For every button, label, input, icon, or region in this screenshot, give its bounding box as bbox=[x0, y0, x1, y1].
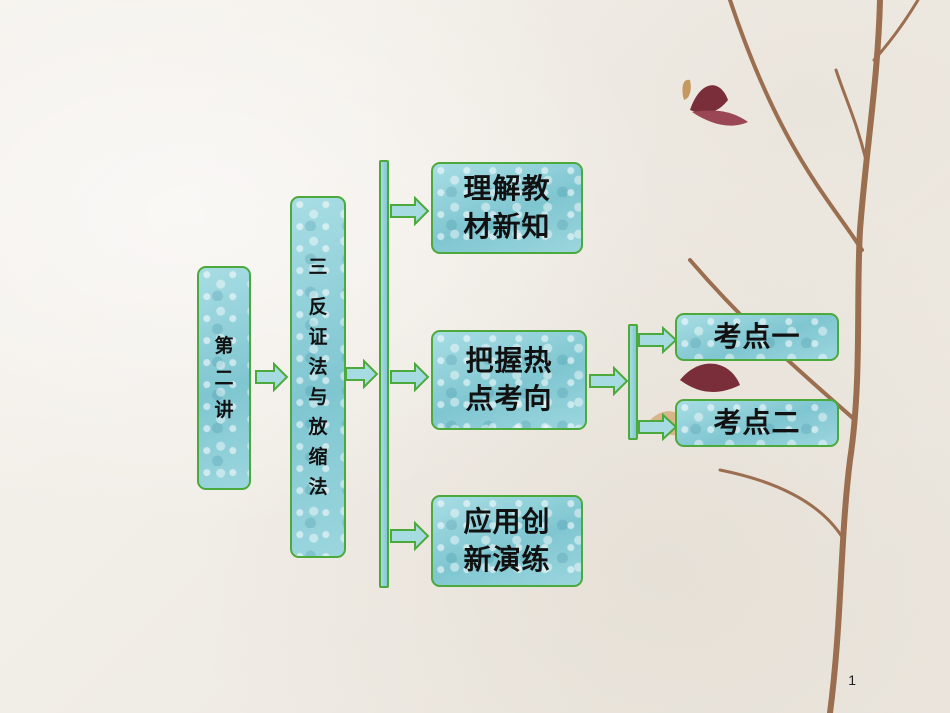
section-box: 三 反 证 法 与 放 缩 法 bbox=[290, 196, 346, 558]
arrow-right-icon bbox=[638, 413, 678, 441]
point-one-button[interactable]: 考点一 bbox=[675, 313, 839, 361]
section-number: 三 bbox=[308, 256, 328, 278]
module-understand-button[interactable]: 理解教 材新知 bbox=[431, 162, 583, 254]
lecture-char: 第 bbox=[214, 335, 234, 357]
arrow-right-icon bbox=[390, 362, 430, 392]
section-char: 法 bbox=[308, 476, 328, 498]
arrow-right-icon bbox=[255, 362, 289, 392]
module-grasp-line: 把握热 bbox=[465, 344, 553, 377]
page-number: 1 bbox=[848, 672, 856, 688]
module-grasp-line: 点考向 bbox=[465, 382, 553, 415]
module-understand-line: 理解教 bbox=[463, 172, 551, 205]
butterfly-icon bbox=[682, 79, 748, 126]
arrow-right-icon bbox=[589, 366, 629, 396]
lecture-box: 第 二 讲 bbox=[197, 266, 251, 490]
module-practice-line: 应用创 bbox=[463, 505, 551, 538]
arrow-right-icon bbox=[638, 326, 678, 354]
section-char: 证 bbox=[308, 326, 328, 348]
arrow-right-icon bbox=[390, 196, 430, 226]
module-practice-button[interactable]: 应用创 新演练 bbox=[431, 495, 583, 587]
point-two-label: 考点二 bbox=[713, 406, 801, 439]
section-char: 法 bbox=[308, 356, 328, 378]
lecture-char: 讲 bbox=[214, 399, 234, 421]
point-one-label: 考点一 bbox=[713, 320, 801, 353]
module-practice-line: 新演练 bbox=[463, 543, 551, 576]
section-char: 放 bbox=[308, 416, 328, 438]
section-char: 缩 bbox=[308, 446, 328, 468]
lecture-char: 二 bbox=[214, 367, 234, 389]
bracket-bar bbox=[628, 324, 638, 440]
module-understand-line: 材新知 bbox=[463, 210, 551, 243]
arrow-right-icon bbox=[390, 521, 430, 551]
arrow-right-icon bbox=[345, 359, 379, 389]
section-char: 与 bbox=[308, 386, 328, 408]
bracket-bar bbox=[379, 160, 389, 588]
module-grasp-button[interactable]: 把握热 点考向 bbox=[431, 330, 587, 430]
section-char: 反 bbox=[308, 296, 328, 318]
point-two-button[interactable]: 考点二 bbox=[675, 399, 839, 447]
